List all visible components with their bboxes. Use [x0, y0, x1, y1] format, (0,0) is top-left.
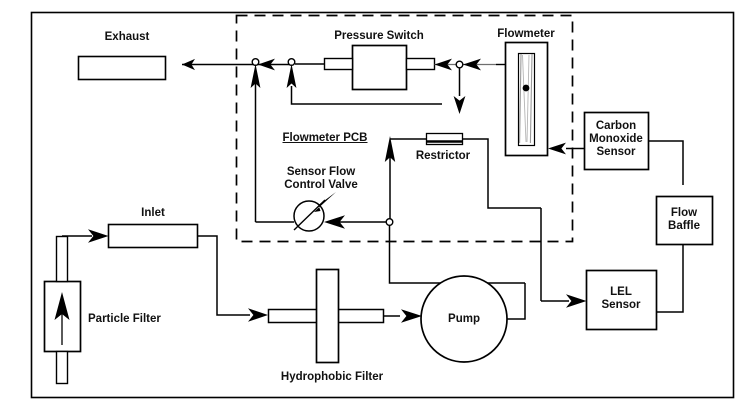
pressure-switch-box	[351, 44, 408, 91]
flowmeter-float	[522, 84, 530, 92]
arrow-left-exhaust-1	[258, 58, 275, 71]
lel-sensor-label-line2: Sensor	[601, 299, 641, 311]
pressure-switch-port-left	[323, 57, 354, 71]
flow-baffle-label-line1: Flow	[670, 207, 698, 219]
pipe-pump-outlet	[507, 283, 526, 320]
lel-sensor-label-line1: LEL	[610, 286, 632, 298]
flowmeter-taper	[519, 53, 533, 144]
carbon-monoxide-sensor-box	[583, 111, 650, 171]
arrow-left-flowmeter-out	[463, 58, 481, 71]
particle-filter-flow-arrow	[54, 292, 70, 320]
flowmeter-label: Flowmeter	[497, 28, 555, 40]
junction-node-3	[455, 60, 464, 69]
arrow-right-inlet-in	[88, 229, 109, 243]
carbon-monoxide-sensor-label-line1: Carbon	[595, 120, 637, 132]
junction-node-4	[385, 217, 394, 226]
pipe-inlet-right	[197, 235, 250, 316]
pressure-switch-port-right	[405, 57, 436, 71]
arrow-right-hydro-in	[248, 308, 268, 322]
hydrophobic-filter-label: Hydrophobic Filter	[280, 371, 384, 383]
flowmeter-pcb-label: Flowmeter PCB	[282, 132, 368, 144]
carbon-monoxide-sensor-label-line2: Monoxide	[589, 133, 643, 145]
sensor-flow-control-valve-label-line1: Sensor Flow	[286, 166, 356, 178]
particle-filter-label: Particle Filter	[88, 313, 161, 325]
sensor-flow-control-valve-label-line2: Control Valve	[284, 179, 358, 191]
flow-baffle-label-line2: Baffle	[668, 220, 700, 232]
carbon-monoxide-sensor-label-line3: Sensor	[596, 146, 636, 158]
arrow-up-restrictor	[384, 136, 396, 162]
pipe-ps-feedback	[290, 86, 442, 105]
exhaust-box	[77, 55, 167, 81]
pressure-switch-label: Pressure Switch	[334, 30, 424, 42]
outer-frame	[30, 11, 735, 399]
pipe-baffle-down	[657, 244, 684, 313]
pipe-junction4-down	[388, 225, 525, 284]
arrow-left-valve-in	[324, 215, 345, 229]
arrow-right-pump-in	[401, 309, 422, 323]
arrow-down-junction-3	[453, 96, 466, 114]
restrictor-label: Restrictor	[415, 150, 471, 162]
arrow-up-junction-1	[250, 64, 261, 88]
pipe-restrictor-right	[462, 138, 541, 209]
pump-label: Pump	[448, 313, 480, 325]
valve-adjust-arrow	[314, 192, 336, 212]
arrow-left-ps-in	[434, 58, 452, 71]
lel-sensor-box	[585, 269, 658, 331]
flow-baffle-box	[655, 195, 714, 246]
inlet-label: Inlet	[141, 207, 165, 219]
restrictor-body	[425, 132, 464, 146]
flowmeter-pcb-enclosure	[235, 14, 574, 243]
hydrophobic-filter-pipe-left	[267, 308, 325, 324]
exhaust-label: Exhaust	[104, 31, 150, 43]
flowmeter-taper-inner	[522, 54, 530, 143]
inlet-box	[107, 223, 199, 249]
particle-filter-port-top	[55, 235, 69, 283]
hydrophobic-filter-body	[315, 268, 340, 364]
arrow-right-lel-in	[566, 294, 587, 308]
arrow-left-flowmeter-in	[548, 142, 566, 155]
particle-filter-port-bottom	[55, 350, 69, 385]
arrow-up-junction-2	[286, 64, 297, 88]
pipe-co-right	[648, 140, 684, 185]
